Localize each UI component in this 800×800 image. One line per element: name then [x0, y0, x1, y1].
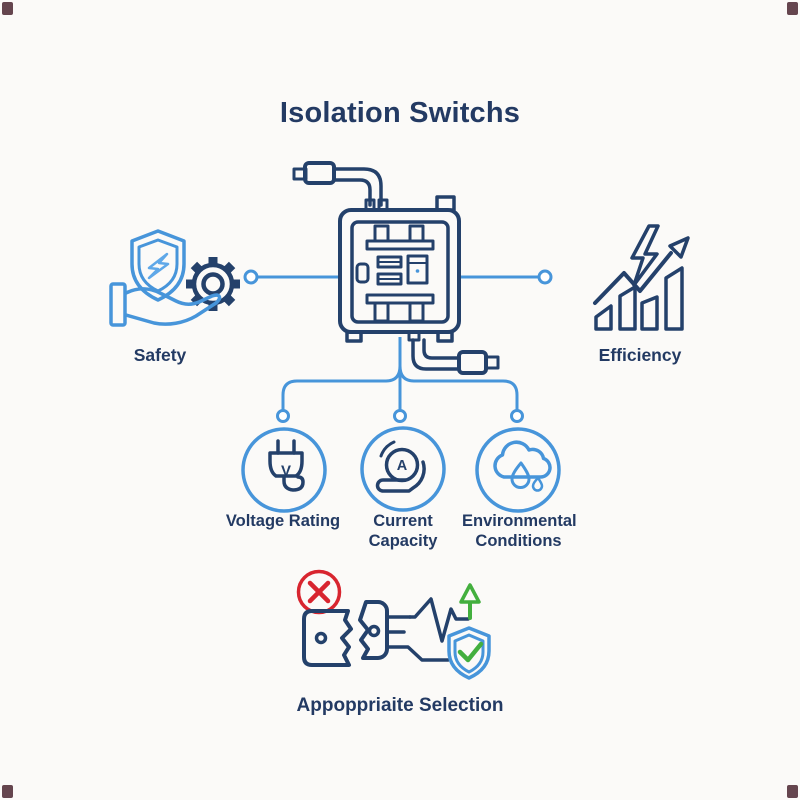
corner-artifact: [787, 785, 798, 798]
corner-artifact: [2, 2, 13, 15]
ampere-symbol: A: [397, 458, 408, 474]
switch-box-icon: [292, 161, 500, 375]
node-dot: [537, 269, 553, 285]
corner-artifact: [787, 2, 798, 15]
box-components: [355, 254, 429, 286]
voltage-symbol: V: [281, 463, 291, 480]
top-terminals: [365, 224, 435, 251]
hand-icon: [109, 282, 222, 327]
ampere-gauge-icon: [375, 440, 426, 493]
error-cross-icon: [296, 569, 342, 615]
node-dot: [276, 409, 290, 423]
top-cable-connector: [292, 161, 389, 212]
arrow-head: [668, 236, 690, 259]
label-voltage-rating: Voltage Rating: [225, 512, 341, 530]
up-arrow-icon: [459, 583, 481, 620]
bottom-terminals: [365, 293, 435, 323]
surge-line-icon: [408, 597, 470, 643]
label-environmental-conditions: Environmental Conditions: [462, 512, 577, 551]
efficiency-group: [593, 224, 690, 331]
box-foot: [345, 330, 363, 343]
label-appropriate-selection: Appoppriaite Selection: [296, 695, 504, 716]
shield-check-icon: [447, 626, 491, 680]
bottom-cable-connector: [407, 330, 500, 375]
page-title: Isolation Switchs: [279, 97, 521, 129]
factor-circle-environment: [475, 427, 561, 513]
factor-circle-current: A: [360, 426, 446, 512]
rain-cloud-icon: [493, 440, 552, 492]
factor-circle-voltage: V: [241, 427, 327, 513]
corner-artifact: [2, 785, 13, 798]
selection-group: [296, 569, 491, 680]
growth-chart-icon: [593, 236, 690, 331]
right-branch-line: [398, 365, 519, 411]
lightning-bolt-icon: [630, 224, 660, 287]
connector-lines: [243, 269, 553, 423]
node-dot: [243, 269, 259, 285]
broken-connector-icon: [302, 600, 450, 667]
label-current-capacity: Current Capacity: [368, 512, 438, 551]
left-branch-line: [281, 365, 402, 411]
node-dot: [393, 409, 407, 423]
label-safety: Safety: [133, 345, 187, 365]
box-top-tab: [435, 195, 456, 212]
indicator-dot: [415, 269, 420, 273]
safety-group: [109, 229, 240, 327]
box-foot: [436, 330, 454, 343]
node-dot: [510, 409, 524, 423]
power-plug-icon: [268, 439, 305, 492]
label-efficiency: Efficiency: [598, 345, 682, 365]
